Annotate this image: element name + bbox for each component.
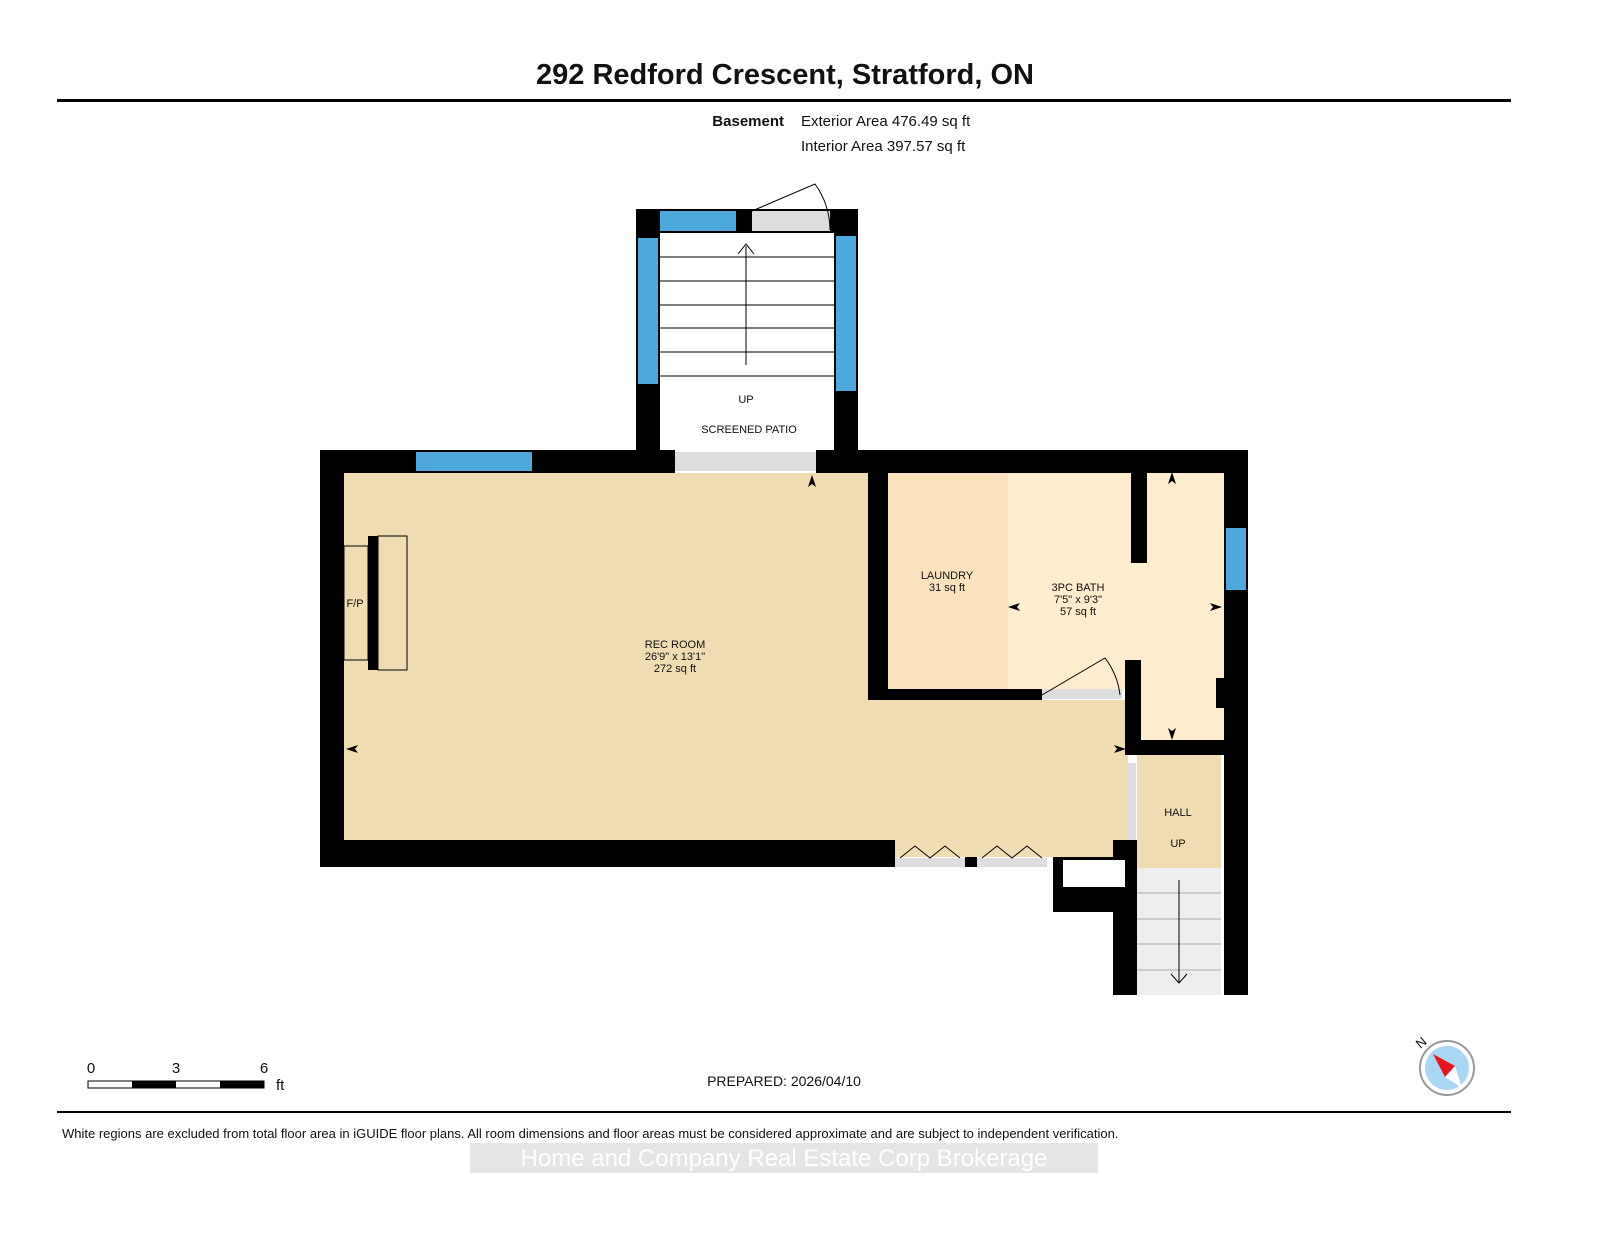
footer-divider [57,1111,1511,1113]
scale-3: 3 [172,1060,180,1077]
patio-up: UP [738,394,753,406]
hall-up: UP [1170,838,1185,850]
laundry-name: LAUNDRY [921,570,974,582]
interior-area: Interior Area 397.57 sq ft [801,138,966,155]
stair-treads [660,243,1221,984]
fp-label: F/P [346,598,363,610]
closet-door-right [977,858,1047,867]
bath-name: 3PC BATH [1052,582,1105,594]
rec-room-dims: 26'9" x 13'1" [645,651,705,663]
floor-name: Basement [712,113,784,130]
laundry-floor [888,470,1008,690]
bath-floor-lower [1141,690,1224,740]
hall-name: HALL [1164,807,1192,819]
fireplace [343,545,369,661]
watermark: Home and Company Real Estate Corp Broker… [521,1145,1048,1172]
bath-dims: 7'5" x 9'3" [1054,594,1102,606]
exterior-area: Exterior Area 476.49 sq ft [801,113,971,130]
prepared-date: PREPARED: 2026/04/10 [707,1073,861,1089]
room-fills [344,470,1224,995]
rec-room-extension [868,700,1128,857]
laundry-area: 31 sq ft [929,582,965,594]
disclaimer: White regions are excluded from total fl… [62,1126,1118,1141]
rec-room-name: REC ROOM [645,639,706,651]
page-title: 292 Redford Crescent, Stratford, ON [536,59,1034,91]
rec-room-floor [344,473,870,841]
rec-room-area: 272 sq ft [654,663,696,675]
dimension-arrows [346,472,1222,753]
closet-door-left [895,858,965,867]
hall-floor [1137,755,1221,868]
scale-0: 0 [87,1060,95,1077]
walls [320,209,1248,995]
windows [416,211,1246,590]
patio-door[interactable] [675,452,816,471]
divider [57,99,1511,102]
bath-area: 57 sq ft [1060,606,1096,618]
bath-floor [1008,470,1224,690]
patio-name: SCREENED PATIO [701,424,797,436]
bath-door [1041,657,1121,696]
scale-bar: 0 3 6 ft [87,1060,285,1094]
compass-icon: N [1413,1034,1475,1096]
door-swing [751,183,831,231]
scale-6: 6 [260,1060,268,1077]
scale-unit: ft [276,1077,285,1094]
